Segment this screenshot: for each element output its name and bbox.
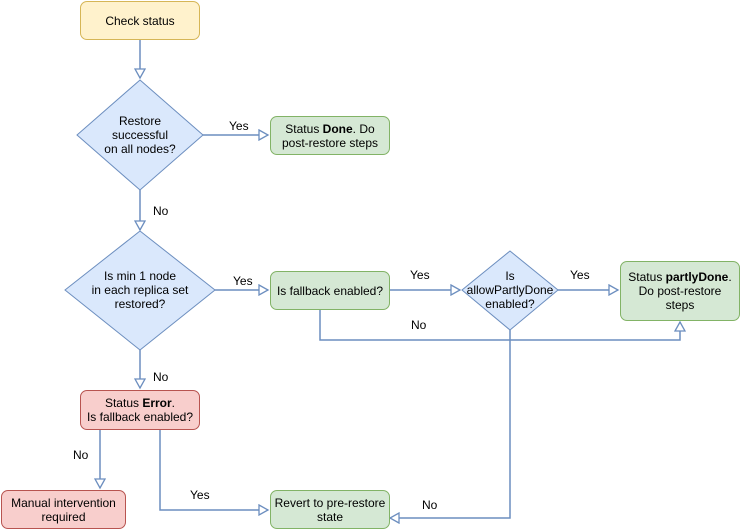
edge-fallback-no xyxy=(319,310,680,341)
edge-label-min-no: No xyxy=(153,370,169,384)
check-status-node: Check status xyxy=(80,1,200,40)
fallback-enabled-node: Is fallback enabled? xyxy=(270,271,390,310)
revert-node: Revert to pre-restore state xyxy=(270,490,390,529)
edge-label-fallback-yes: Yes xyxy=(410,268,430,282)
edge-label-error-no: No xyxy=(73,448,89,462)
edge-label-restore-no: No xyxy=(153,204,169,218)
status-done-node: Status Done. Do post-restore steps xyxy=(270,116,390,155)
status-error-label: Status Error. Is fallback enabled? xyxy=(86,396,194,424)
allow-partly-done-decision-shape xyxy=(461,250,559,331)
fallback-enabled-label: Is fallback enabled? xyxy=(276,283,384,298)
edge-label-fallback-no: No xyxy=(411,318,427,332)
edge-label-error-yes: Yes xyxy=(190,488,210,502)
manual-intervention-node: Manual intervention required xyxy=(1,490,126,529)
revert-label: Revert to pre-restore state xyxy=(274,495,386,524)
min-node-decision-shape xyxy=(64,230,216,351)
edge-error-yes xyxy=(159,430,268,510)
edge-label-min-yes: Yes xyxy=(233,274,253,288)
check-status-label: Check status xyxy=(105,13,175,28)
restore-decision-shape xyxy=(76,79,204,191)
allow-partly-done-decision-label: Is allowPartlyDone enabled? xyxy=(466,269,554,311)
restore-decision-label: Restore successful on all nodes? xyxy=(104,114,176,156)
edge-label-restore-yes: Yes xyxy=(229,119,249,133)
edge-label-allow-yes: Yes xyxy=(570,268,590,282)
manual-intervention-label: Manual intervention required xyxy=(11,495,116,524)
status-partly-done-node: Status partlyDone. Do post-restore steps xyxy=(620,261,740,321)
status-error-node: Status Error. Is fallback enabled? xyxy=(80,390,200,430)
status-partly-done-label: Status partlyDone. Do post-restore steps xyxy=(628,270,732,312)
edge-label-allow-no: No xyxy=(422,498,438,512)
min-node-decision-label: Is min 1 node in each replica set restor… xyxy=(91,269,189,311)
status-done-label: Status Done. Do post-restore steps xyxy=(281,121,379,150)
edge-allow-no xyxy=(390,330,511,518)
